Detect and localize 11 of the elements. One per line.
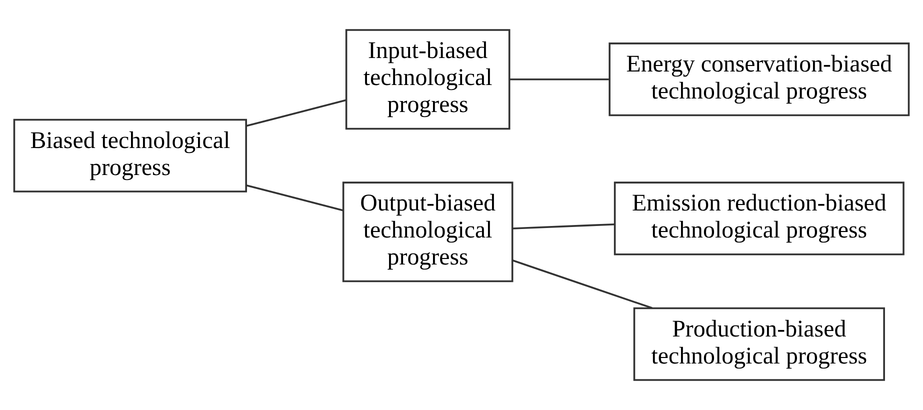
connector (512, 260, 652, 309)
node-box: Emission reduction-biased technological progress (614, 182, 904, 256)
node-box: Energy conservation-biased technological progress (608, 42, 910, 116)
connector (246, 99, 346, 127)
connector (512, 223, 615, 230)
node-box: Production-biased technological progress (633, 307, 885, 381)
node-box: Output-biased technological progress (342, 182, 514, 282)
connector (510, 78, 609, 80)
node-box: Input-biased technological progress (345, 29, 510, 130)
connector (246, 184, 344, 212)
node-box: Biased technological progress (13, 118, 247, 192)
